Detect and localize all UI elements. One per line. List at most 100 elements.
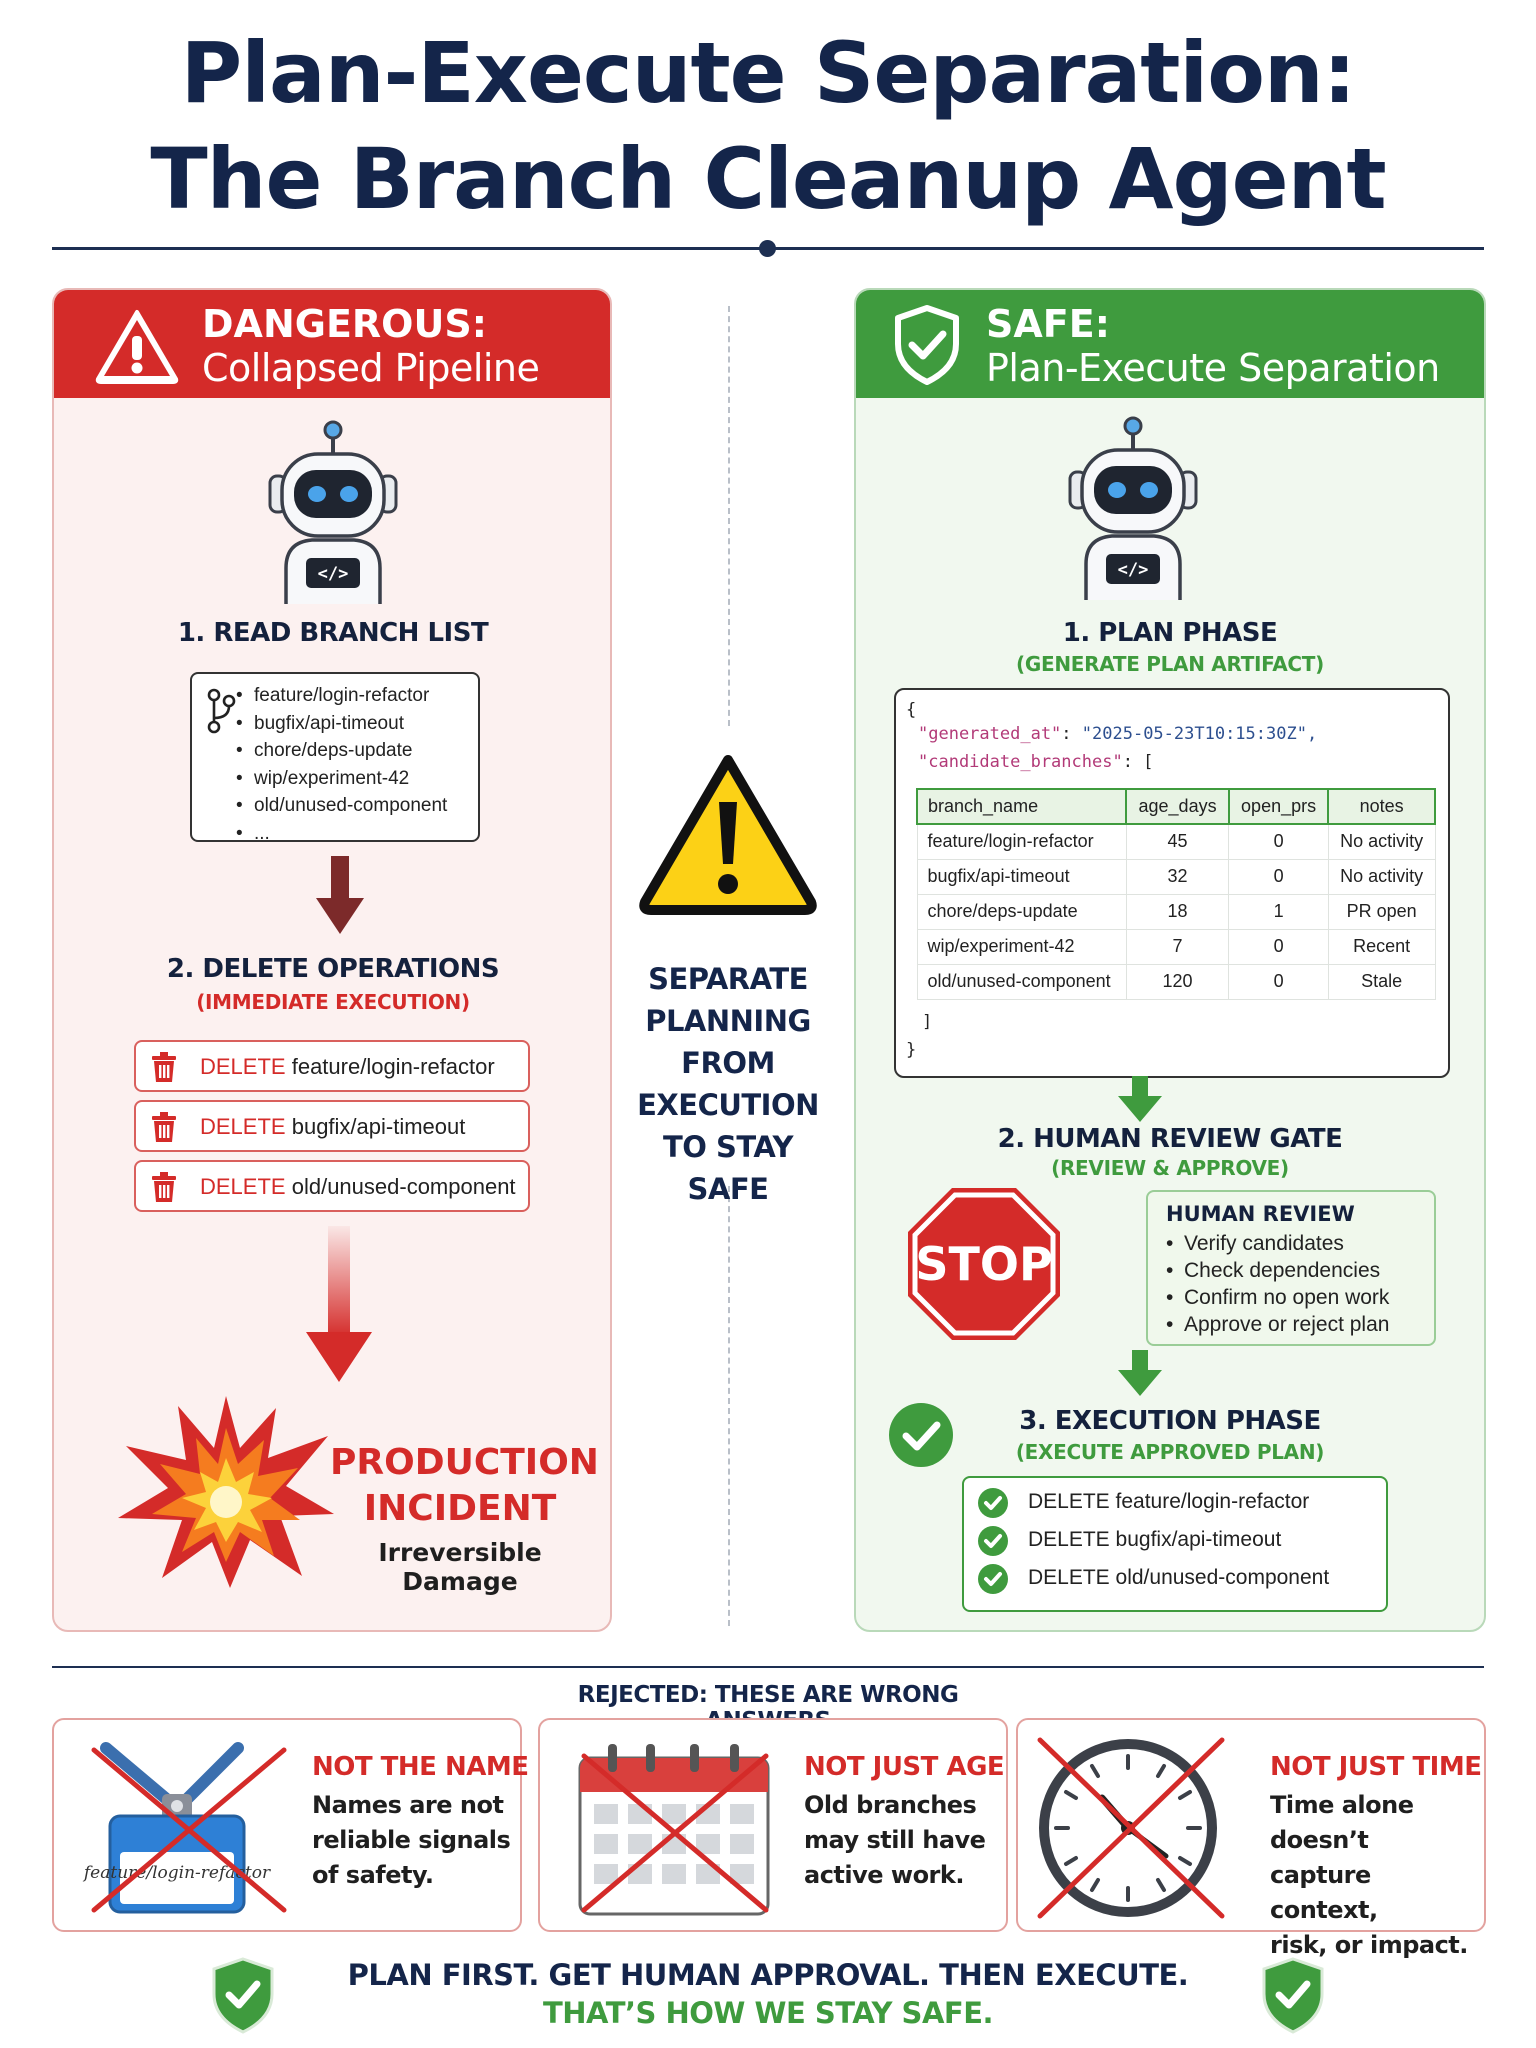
safe-step3-subtitle: (EXECUTE APPROVED PLAN)	[1015, 1440, 1325, 1464]
dangerous-header-subtitle: Collapsed Pipeline	[202, 346, 540, 390]
svg-text:</>: </>	[318, 564, 349, 584]
middle-message-line: PLANNING	[645, 1004, 811, 1038]
branch-item: chore/deps-update	[236, 737, 447, 765]
rejected-card-body-line: Time alone doesn’t	[1270, 1791, 1414, 1854]
title-line-2: The Branch Cleanup Agent	[150, 130, 1386, 228]
table-cell: Stale	[1327, 963, 1436, 1000]
table-header-cell: open_prs	[1227, 788, 1330, 825]
approved-delete-text: DELETE feature/login-refactor	[1028, 1490, 1310, 1513]
table-cell: 0	[1228, 963, 1329, 1000]
delete-target: bugfix/api-timeout	[291, 1114, 466, 1139]
table-cell: 32	[1125, 858, 1230, 895]
clock-icon	[1037, 1737, 1225, 1919]
table-cell: old/unused-component	[916, 963, 1127, 1000]
approved-execution-box: DELETE feature/login-refactor DELETE bug…	[962, 1476, 1388, 1612]
explosion-icon	[118, 1396, 334, 1588]
trash-icon	[152, 1172, 176, 1202]
table-cell: feature/login-refactor	[916, 823, 1127, 860]
list-item: Confirm no open work	[1166, 1284, 1389, 1311]
human-review-list: Verify candidates Check dependencies Con…	[1166, 1230, 1389, 1338]
table-cell: 0	[1228, 928, 1329, 965]
shield-check-icon	[895, 305, 959, 385]
branch-item: feature/login-refactor	[236, 682, 447, 710]
table-cell: wip/experiment-42	[916, 928, 1127, 965]
warning-triangle-icon	[95, 310, 179, 384]
arrow-down-icon	[1118, 1076, 1162, 1122]
json-array-close: ]	[922, 1012, 933, 1032]
table-cell: No activity	[1327, 858, 1436, 895]
table-header-cell: notes	[1327, 788, 1436, 825]
footer-line-2: THAT’S HOW WE STAY SAFE.	[542, 1996, 994, 2030]
arrow-down-icon	[1118, 1350, 1162, 1396]
warning-sign-icon	[639, 755, 817, 915]
json-close-brace: }	[906, 1040, 917, 1060]
delete-keyword: DELETE	[200, 1114, 286, 1139]
rejected-card-body-line: risk, or impact.	[1270, 1931, 1468, 1959]
dangerous-header-title: DANGEROUS:	[202, 302, 487, 346]
name-badge-icon: feature/login-refactor	[82, 1742, 287, 1914]
safe-step2-subtitle: (REVIEW & APPROVE)	[1051, 1156, 1289, 1180]
dangerous-step2-title: 2. DELETE OPERATIONS	[166, 954, 500, 984]
approved-delete-text: DELETE bugfix/api-timeout	[1028, 1528, 1282, 1551]
branch-item: ...	[236, 820, 447, 848]
approved-delete-text: DELETE old/unused-component	[1028, 1566, 1330, 1589]
dangerous-step2-subtitle: (IMMEDIATE EXECUTION)	[196, 990, 470, 1014]
safe-header-subtitle: Plan-Execute Separation	[986, 346, 1440, 390]
table-header-cell: age_days	[1125, 788, 1230, 825]
table-cell: No activity	[1327, 823, 1436, 860]
incident-subtitle: Irreversible Damage	[378, 1538, 542, 1596]
json-array-open: : [	[1122, 752, 1154, 772]
dangerous-step1-title: 1. READ BRANCH LIST	[177, 618, 489, 648]
list-item: Verify candidates	[1166, 1230, 1389, 1257]
table-cell: 120	[1125, 963, 1230, 1000]
json-key-generated-at: "generated_at"	[918, 724, 1062, 744]
delete-keyword: DELETE	[200, 1174, 286, 1199]
table-cell: PR open	[1327, 893, 1436, 930]
middle-message: SEPARATE PLANNING FROM EXECUTION TO STAY…	[628, 958, 828, 1210]
table-cell: bugfix/api-timeout	[916, 858, 1127, 895]
delete-operation-row: DELETE bugfix/api-timeout	[134, 1100, 530, 1152]
candidate-branches-table: branch_name age_days open_prs notes feat…	[915, 788, 1436, 1000]
json-key-candidate-branches: "candidate_branches"	[918, 752, 1123, 772]
table-cell: 18	[1125, 893, 1230, 930]
incident-title: PRODUCTION INCIDENT	[330, 1440, 599, 1532]
shield-check-icon	[1262, 1957, 1324, 2034]
delete-keyword: DELETE	[200, 1054, 286, 1079]
git-branch-icon	[207, 688, 236, 734]
incident-title-line-2: INCIDENT	[363, 1488, 557, 1529]
dangerous-header: DANGEROUS: Collapsed Pipeline	[54, 290, 610, 398]
middle-message-line: TO STAY SAFE	[662, 1130, 794, 1206]
trash-icon	[152, 1112, 176, 1142]
table-cell: chore/deps-update	[916, 893, 1127, 930]
safe-header: SAFE: Plan-Execute Separation	[856, 290, 1484, 398]
delete-operation-row: DELETE feature/login-refactor	[134, 1040, 530, 1092]
table-cell: Recent	[1327, 928, 1436, 965]
arrow-down-icon	[316, 856, 364, 934]
rejected-divider	[52, 1666, 1484, 1668]
safe-step1-subtitle: (GENERATE PLAN ARTIFACT)	[1016, 652, 1324, 676]
rejected-card-body-line: of safety.	[312, 1861, 434, 1889]
arrow-down-fade-icon	[306, 1226, 372, 1382]
table-cell: 0	[1228, 823, 1329, 860]
rejected-card-body-line: reliable signals	[312, 1826, 511, 1854]
stop-sign-text: STOP	[915, 1237, 1052, 1291]
rejected-card-body-line: capture context,	[1270, 1861, 1378, 1924]
rejected-card-body-line: Old branches	[804, 1791, 977, 1819]
rejected-card-body-line: may still have	[804, 1826, 986, 1854]
branch-item: wip/experiment-42	[236, 765, 447, 793]
rejected-card-age: NOT JUST AGE Old branches may still have…	[538, 1718, 1008, 1932]
safe-step1-title: 1. PLAN PHASE	[1062, 618, 1278, 648]
list-item: Check dependencies	[1166, 1257, 1389, 1284]
stop-sign-icon: STOP	[908, 1188, 1060, 1340]
branch-item: bugfix/api-timeout	[236, 710, 447, 738]
branch-list: feature/login-refactor bugfix/api-timeou…	[236, 682, 447, 848]
rejected-card-name: feature/login-refactor NOT THE NAME Name…	[52, 1718, 529, 1932]
title-line-1: Plan-Execute Separation:	[180, 24, 1357, 122]
table-cell: 7	[1125, 928, 1230, 965]
delete-target: old/unused-component	[291, 1174, 516, 1199]
table-header-row: branch_name age_days open_prs notes	[915, 788, 1436, 825]
human-review-box: HUMAN REVIEW Verify candidates Check dep…	[1146, 1190, 1436, 1346]
